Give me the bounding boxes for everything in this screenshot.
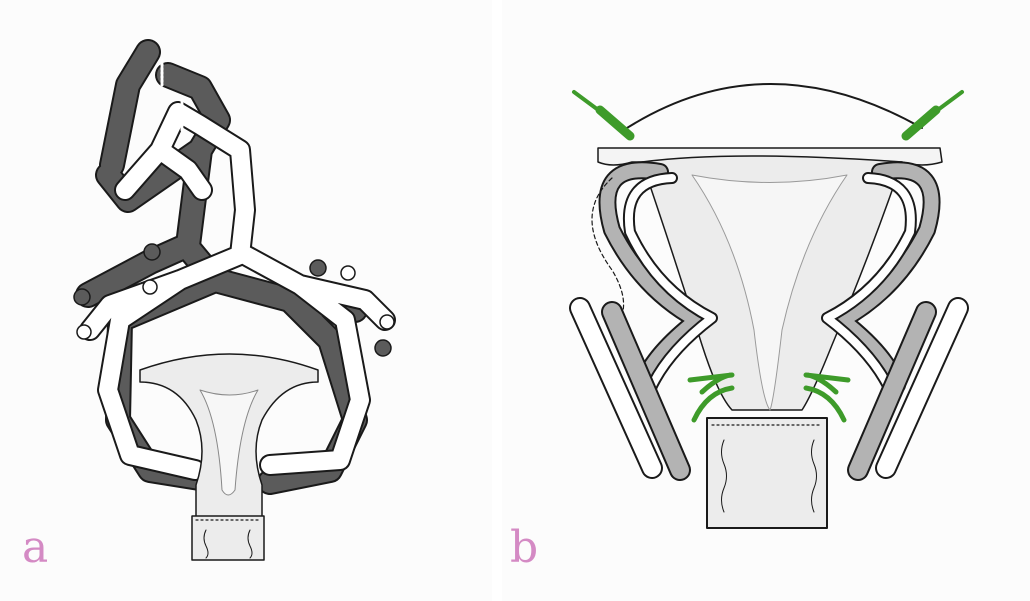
panel-b: b [502, 0, 1030, 601]
vagina [707, 418, 827, 528]
panel-label-b: b [510, 526, 538, 570]
uterus-dome [627, 84, 922, 128]
vagina-stump [192, 516, 264, 560]
panel-a-illustration [0, 0, 492, 601]
uterus [140, 354, 318, 520]
right-outer-bars [858, 308, 958, 470]
left-outer-bars [580, 308, 680, 470]
uterus-body [642, 156, 902, 410]
panel-b-illustration [502, 0, 1030, 601]
panel-a: a [0, 0, 492, 601]
panel-label-a: a [22, 526, 48, 570]
